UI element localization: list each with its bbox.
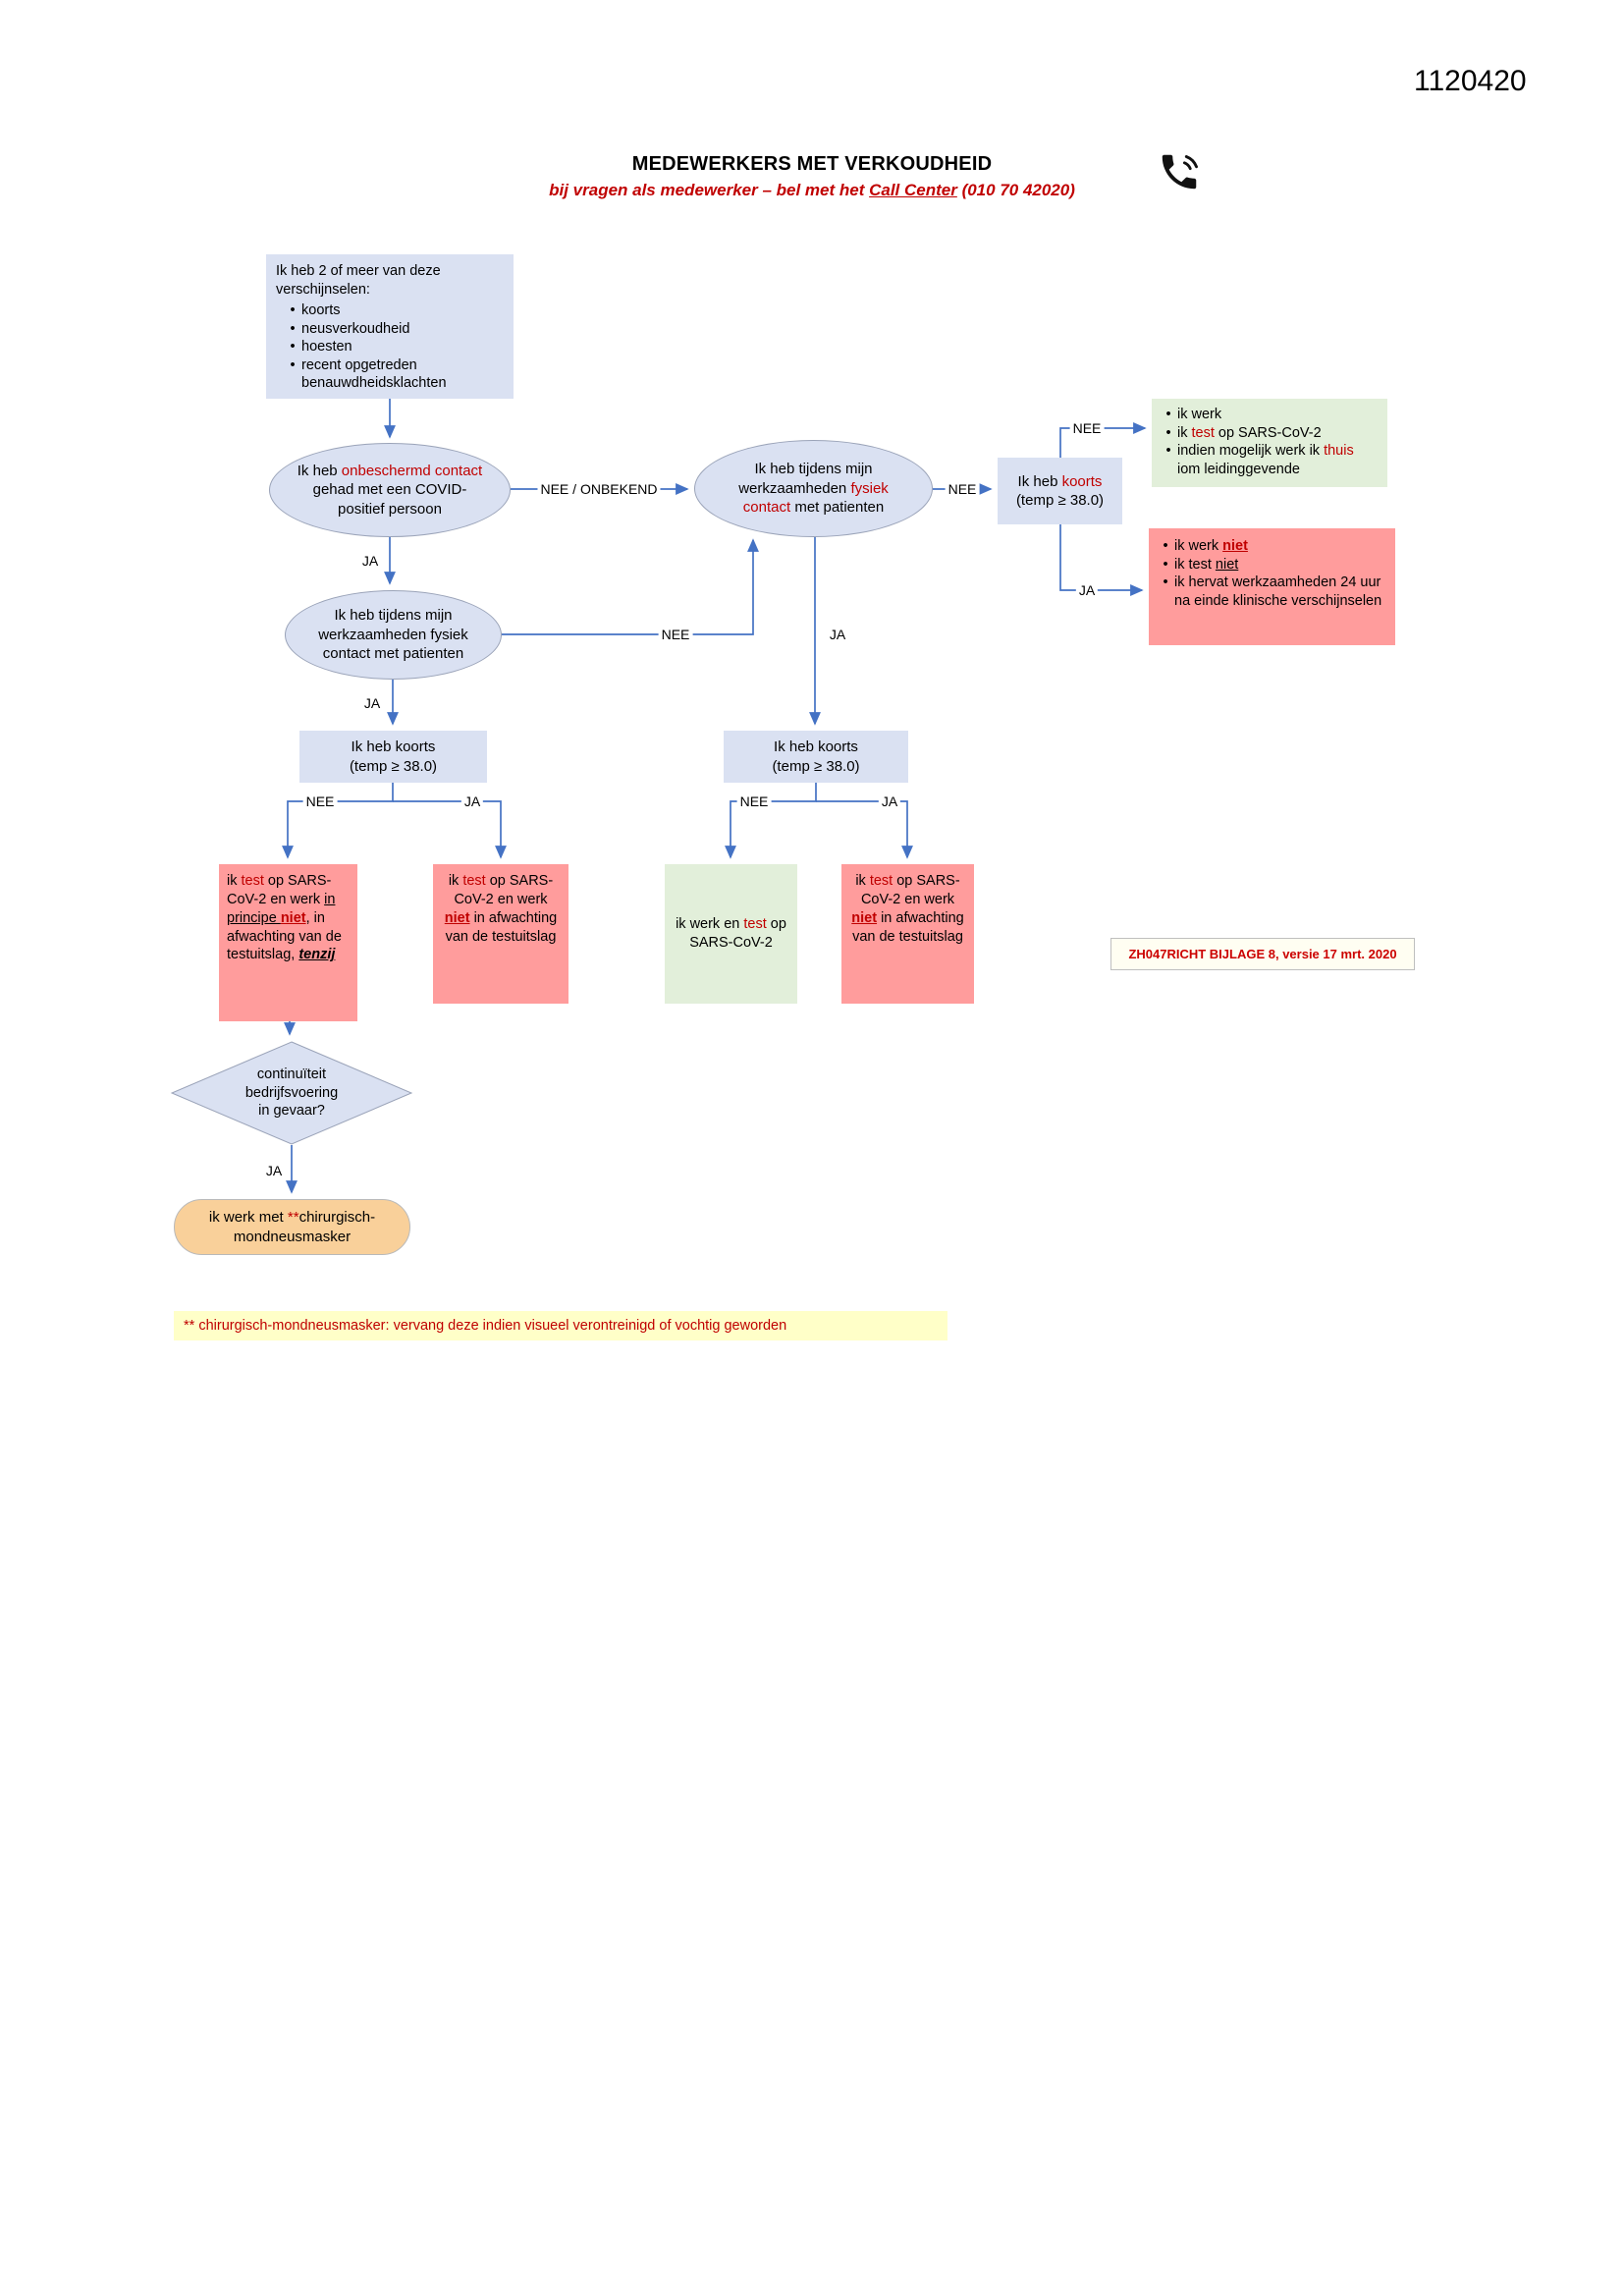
fever-right-text: Ik heb koorts (temp ≥ 38.0) xyxy=(1015,472,1105,510)
bullet-item: •ik test op SARS-CoV-2 xyxy=(1165,424,1322,441)
node-outcome-work-and-test: ik werk en test op SARS-CoV-2 xyxy=(665,864,797,1004)
patient-contact-left-text: Ik heb tijdens mijn werkzaamheden fysiek… xyxy=(318,607,468,663)
node-outcome-no-work: •ik werk niet •ik test niet•ik hervat wer… xyxy=(1149,528,1395,645)
outcome-test-principle-text: ik test op SARS-CoV-2 en werk in princip… xyxy=(227,873,342,963)
bullet-item: •ik werk xyxy=(1165,407,1222,422)
edge-label-nee-fever-right: NEE xyxy=(945,481,980,497)
node-continuity: continuïteit bedrijfsvoering in gevaar? xyxy=(170,1041,413,1145)
bullet-item: •neusverkoudheid xyxy=(290,320,410,337)
unprotected-contact-text: Ik heb onbeschermd contact gehad met een… xyxy=(297,462,483,518)
fever-middle-text: Ik heb koorts (temp ≥ 38.0) xyxy=(772,738,860,775)
version-box: ZH047RICHT BIJLAGE 8, versie 17 mrt. 202… xyxy=(1110,938,1415,970)
node-patient-contact-left: Ik heb tijdens mijn werkzaamheden fysiek… xyxy=(285,590,502,680)
edge-label-ja-continuity: JA xyxy=(262,1163,286,1178)
node-outcome-test-wait-mid: ik test op SARS-CoV-2 en werk niet in af… xyxy=(841,864,974,1004)
node-outcome-test-wait-left: ik test op SARS-CoV-2 en werk niet in af… xyxy=(433,864,568,1004)
flow-connectors xyxy=(282,399,1147,1194)
page-subtitle: bij vragen als medewerker – bel met het … xyxy=(549,181,1075,199)
edge-label-nee-work: NEE xyxy=(1069,420,1105,436)
page-title: MEDEWERKERS MET VERKOUDHEID xyxy=(631,153,993,175)
bullet-item: •recent opgetreden benauwdheidsklachten xyxy=(290,356,447,392)
symptoms-list: •koorts•neusverkoudheid •hoesten•recent o… xyxy=(276,301,504,393)
patient-contact-top-text: Ik heb tijdens mijn werkzaamheden fysiek… xyxy=(738,461,889,517)
bullet-item: •indien mogelijk werk ik thuis iom leidi… xyxy=(1165,443,1354,477)
edge-label-nee-mid-branch: NEE xyxy=(736,793,772,809)
header-block: MEDEWERKERS MET VERKOUDHEID bij vragen a… xyxy=(295,153,1329,200)
node-mask: ik werk met **chirurgisch-mondneusmasker xyxy=(174,1199,410,1255)
node-symptoms: Ik heb 2 of meer van deze verschijnselen… xyxy=(266,254,514,399)
bullet-item: •ik hervat werkzaamheden 24 uur na einde… xyxy=(1163,574,1382,609)
footnote: ** chirurgisch-mondneusmasker: vervang d… xyxy=(174,1311,947,1340)
symptoms-intro: Ik heb 2 of meer van deze verschijnselen… xyxy=(276,263,441,298)
node-fever-left: Ik heb koorts (temp ≥ 38.0) xyxy=(299,731,487,783)
node-outcome-test-principle: ik test op SARS-CoV-2 en werk in princip… xyxy=(219,864,357,1021)
outcome-test-wait-left-text: ik test op SARS-CoV-2 en werk niet in af… xyxy=(444,873,558,945)
fever-left-text: Ik heb koorts (temp ≥ 38.0) xyxy=(349,738,438,775)
node-outcome-work: •ik werk •ik test op SARS-CoV-2 •indien mo… xyxy=(1152,399,1387,487)
bullet-item: •koorts xyxy=(290,302,341,319)
edge-label-nee-left-branch: NEE xyxy=(302,793,338,809)
node-fever-right: Ik heb koorts (temp ≥ 38.0) xyxy=(998,458,1122,524)
edge-label-nee-onbekend: NEE / ONBEKEND xyxy=(537,481,661,497)
edge-label-ja-to-fever-middle: JA xyxy=(826,627,849,642)
footnote-text: ** chirurgisch-mondneusmasker: vervang d… xyxy=(184,1318,787,1334)
doc-number: 1120420 xyxy=(1414,65,1527,97)
diamond-shape xyxy=(170,1041,413,1145)
node-fever-middle: Ik heb koorts (temp ≥ 38.0) xyxy=(724,731,908,783)
edge-label-ja-left-branch: JA xyxy=(460,793,484,809)
edge-label-nee-return: NEE xyxy=(658,627,693,642)
edge-label-ja-no-work: JA xyxy=(1075,582,1099,598)
continuity-text: continuïteit bedrijfsvoering in gevaar? xyxy=(244,1066,339,1120)
outcome-work-and-test-text: ik werk en test op SARS-CoV-2 xyxy=(676,916,786,951)
bullet-item: •hoesten xyxy=(290,339,352,355)
edge-label-ja-to-patient-contact: JA xyxy=(358,553,382,569)
node-patient-contact-top: Ik heb tijdens mijn werkzaamheden fysiek… xyxy=(694,440,933,537)
bullet-item: •ik werk niet xyxy=(1163,538,1248,554)
outcome-work-list: •ik werk •ik test op SARS-CoV-2 •indien mo… xyxy=(1160,406,1380,478)
mask-text: ik werk met **chirurgisch-mondneusmasker xyxy=(208,1209,376,1245)
bullet-item: •ik test niet xyxy=(1163,556,1239,573)
edge-label-ja-mid-branch: JA xyxy=(878,793,901,809)
edge-label-ja-to-fever-left: JA xyxy=(360,695,384,711)
outcome-no-work-list: •ik werk niet •ik test niet•ik hervat wer… xyxy=(1157,537,1387,610)
phone-icon xyxy=(1157,149,1202,199)
outcome-test-wait-mid-text: ik test op SARS-CoV-2 en werk niet in af… xyxy=(851,873,964,945)
node-unprotected-contact: Ik heb onbeschermd contact gehad met een… xyxy=(269,443,511,537)
